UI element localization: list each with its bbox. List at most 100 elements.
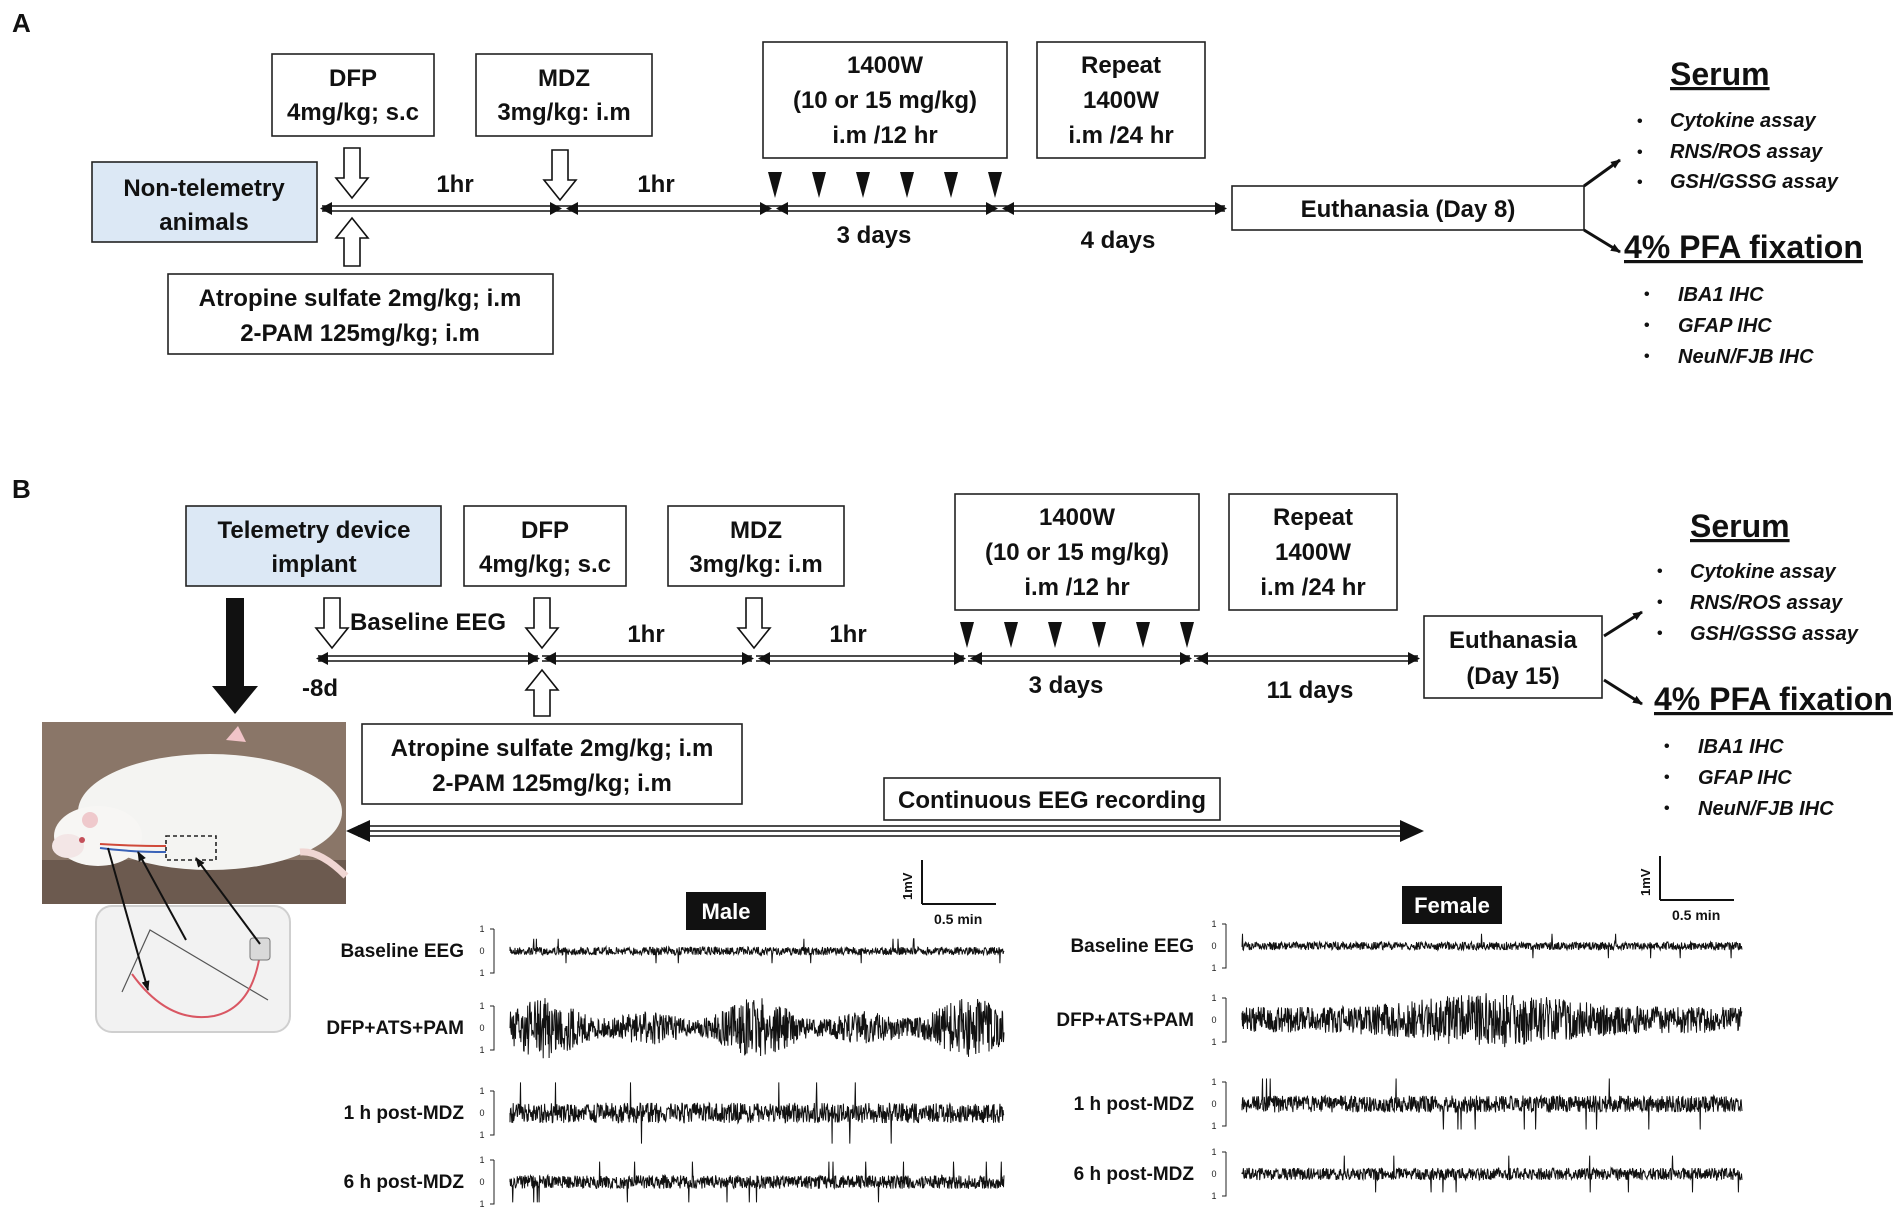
dfp-dose-b: 4mg/kg; s.c [479,551,611,578]
serum-item-3-b: GSH/GSSG assay [1690,623,1859,645]
eeg-axis-tick: 0 [479,1023,484,1033]
pfa-item-1-b: IBA1 IHC [1698,736,1784,758]
telemetry-line1: Telemetry device [218,517,411,544]
eeg-axis [1222,997,1227,1043]
eeg-axis [1222,1081,1227,1127]
scale-t-female: 0.5 min [1672,907,1720,923]
repeat-line1-a: Repeat [1081,52,1161,79]
panel-a-letter: A [12,8,31,38]
interval-1-b: 1hr [627,621,664,648]
eeg-axis-tick: 0 [1211,1015,1216,1025]
female-title: Female [1414,893,1490,918]
repeat-line2-b: 1400W [1275,539,1351,566]
serum-item-3-a: GSH/GSSG assay [1670,171,1839,193]
eeg-row-label: Baseline EEG [1070,936,1194,957]
scale-t-male: 0.5 min [934,911,982,927]
repeat-line3-a: i.m /24 hr [1068,122,1173,149]
dfp-title-b: DFP [521,517,569,544]
svg-text:•: • [1664,800,1670,817]
eeg-row-label: 6 h post-MDZ [344,1172,465,1193]
interval-2-b: 1hr [829,621,866,648]
telemetry-line2: implant [271,551,356,578]
eeg-axis-tick: 1 [479,1199,484,1209]
repeat-line2-a: 1400W [1083,87,1159,114]
mdz-dose-b: 3mg/kg: i.m [689,551,822,578]
w1400-line3-b: i.m /12 hr [1024,574,1129,601]
euthanasia-box-a [1231,185,1585,231]
svg-text:•: • [1657,594,1663,611]
eeg-axis-tick: 1 [479,968,484,978]
dfp-box-b [463,505,627,587]
eeg-axis-tick: 0 [479,946,484,956]
pfa-item-1-a: IBA1 IHC [1678,284,1764,306]
eeg-row-label: 6 h post-MDZ [1074,1164,1195,1185]
telemetry-box [185,505,442,587]
dfp-arrow-b [524,597,560,650]
svg-text:•: • [1664,738,1670,755]
euthanasia-box-b [1423,615,1603,699]
pfa-item-2-b: GFAP IHC [1698,767,1792,789]
eeg-axis-tick: 1 [479,1001,484,1011]
eeg-trace-female [1241,1155,1743,1193]
mdz-box-a [475,53,653,137]
rat-telemetry-photo [42,722,349,904]
day-label: -8d [302,675,338,702]
eeg-trace-male [509,998,1005,1059]
panel-a: A Non-telemetry animals DFP 4mg/kg; s.c … [12,8,1863,368]
dose-markers-a [768,172,1002,198]
scale-v-female: 1mV [1638,868,1653,896]
continuous-eeg-box [883,777,1221,821]
eeg-axis-tick: 0 [479,1108,484,1118]
svg-text:•: • [1637,174,1643,191]
eeg-axis-tick: 1 [1211,1121,1216,1131]
svg-text:•: • [1657,625,1663,642]
scale-v-male: 1mV [900,872,915,900]
dfp-arrow-a [334,147,370,200]
w1400-box-b [954,493,1200,611]
serum-title-a: Serum [1670,56,1770,92]
atropine-line2-a: 2-PAM 125mg/kg; i.m [240,320,480,347]
eeg-axis-tick: 1 [479,1155,484,1165]
eeg-axis-tick: 1 [1211,1037,1216,1047]
serum-item-1-b: Cytokine assay [1690,561,1837,583]
eeg-row-label: 1 h post-MDZ [1074,1094,1195,1115]
eeg-axis [490,1090,495,1136]
pfa-item-2-a: GFAP IHC [1678,315,1772,337]
w1400-line2-a: (10 or 15 mg/kg) [793,87,977,114]
dfp-dose-a: 4mg/kg; s.c [287,99,419,126]
svg-text:•: • [1644,286,1650,303]
svg-text:•: • [1637,144,1643,161]
svg-text:•: • [1637,113,1643,130]
serum-item-2-b: RNS/ROS assay [1690,592,1843,614]
interval-2-a: 1hr [637,171,674,198]
eeg-axis-tick: 1 [1211,1147,1216,1157]
atropine-box-b [361,723,743,805]
eeg-axis [1222,923,1227,969]
baseline-arrow-b [314,597,350,650]
atropine-line1-a: Atropine sulfate 2mg/kg; i.m [199,285,522,312]
w1400-line2-b: (10 or 15 mg/kg) [985,539,1169,566]
eeg-axis-tick: 0 [479,1177,484,1187]
interval-3-a: 3 days [837,222,912,249]
eeg-axis-tick: 1 [1211,963,1216,973]
eeg-trace-male [509,938,1005,964]
eeg-axis [1222,1151,1227,1197]
eeg-scale-bar-male: 1mV 0.5 min [900,860,996,927]
atropine-box-a [167,273,554,355]
euthanasia-line1-b: Euthanasia [1449,627,1578,654]
svg-text:•: • [1644,317,1650,334]
dose-markers-b [960,622,1194,648]
eeg-axis-tick: 1 [1211,919,1216,929]
male-title: Male [702,899,751,924]
non-telemetry-box [91,161,318,243]
svg-text:•: • [1657,563,1663,580]
repeat-line3-b: i.m /24 hr [1260,574,1365,601]
eeg-row-label: Baseline EEG [340,941,464,962]
w1400-box-a [762,41,1008,159]
atropine-arrow-b [524,668,560,717]
serum-item-2-a: RNS/ROS assay [1670,141,1823,163]
atropine-line2-b: 2-PAM 125mg/kg; i.m [432,770,672,797]
eeg-axis-tick: 0 [1211,941,1216,951]
